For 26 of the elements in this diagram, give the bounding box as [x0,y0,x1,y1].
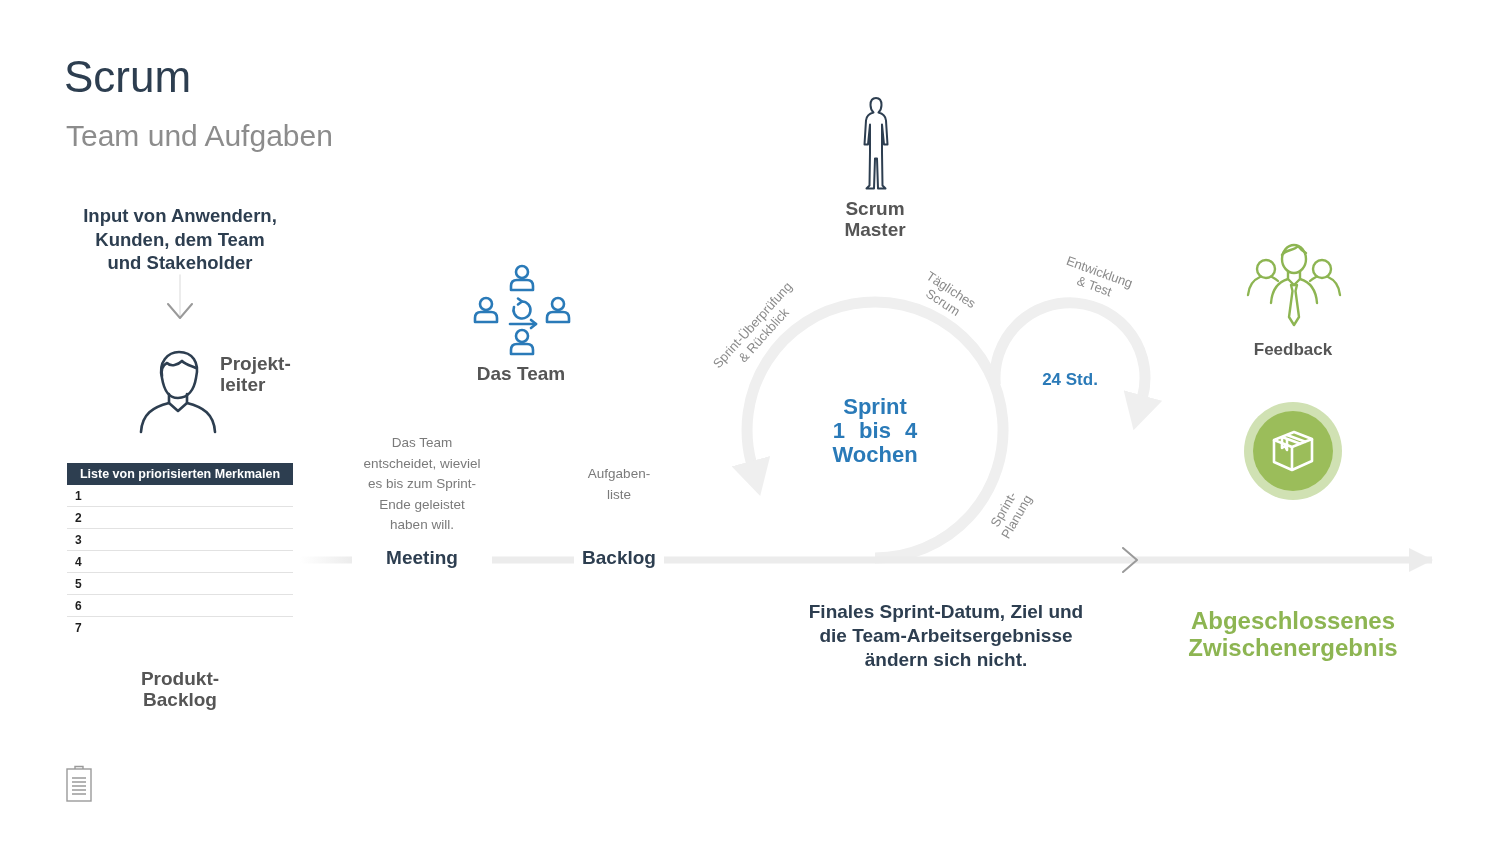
table-cell: 2 [67,507,293,529]
table-cell: 6 [67,595,293,617]
note-text: Aufgaben-liste [586,465,652,504]
note-text: Finales Sprint-Datum, Ziel und die Team-Arbeitsergebnisse ändern sich nicht. [807,600,1085,672]
role-label: Projekt-leiter [220,353,292,395]
subtitle: Team und Aufgaben [66,118,333,154]
timeline-arrow [664,547,1432,573]
title: Scrum [64,52,192,102]
table-cell-text: 7 [74,620,83,637]
table-cell: 5 [67,573,293,595]
sprint-duration-text: Sprint 1 bis 4 Wochen [831,395,919,467]
arrow [167,273,193,319]
stage-label: Meeting [386,546,458,570]
role-label: Scrum Master [843,198,907,240]
role-label: Das Team [476,362,566,386]
table-cell: 4 [67,551,293,573]
duration-text: 24 Std. [1042,369,1098,391]
table-header-cell: Liste von priorisierten Merkmalen [67,463,293,485]
section-label: Produkt-Backlog [139,668,221,710]
stage-label: Backlog [582,546,656,570]
result-text: Abgeschlossenes Zwischenergebnis [1187,607,1399,661]
input-text: Input von Anwendern, Kunden, dem Team und Stakeholder [77,204,283,275]
table-cell: 1 [67,485,293,507]
role-label: Feedback [1253,339,1333,361]
note-text: Das Team entscheidet, wieviel es bis zum Sprint-Ende geleistet haben will. [362,434,482,534]
table-cell: 3 [67,529,293,551]
